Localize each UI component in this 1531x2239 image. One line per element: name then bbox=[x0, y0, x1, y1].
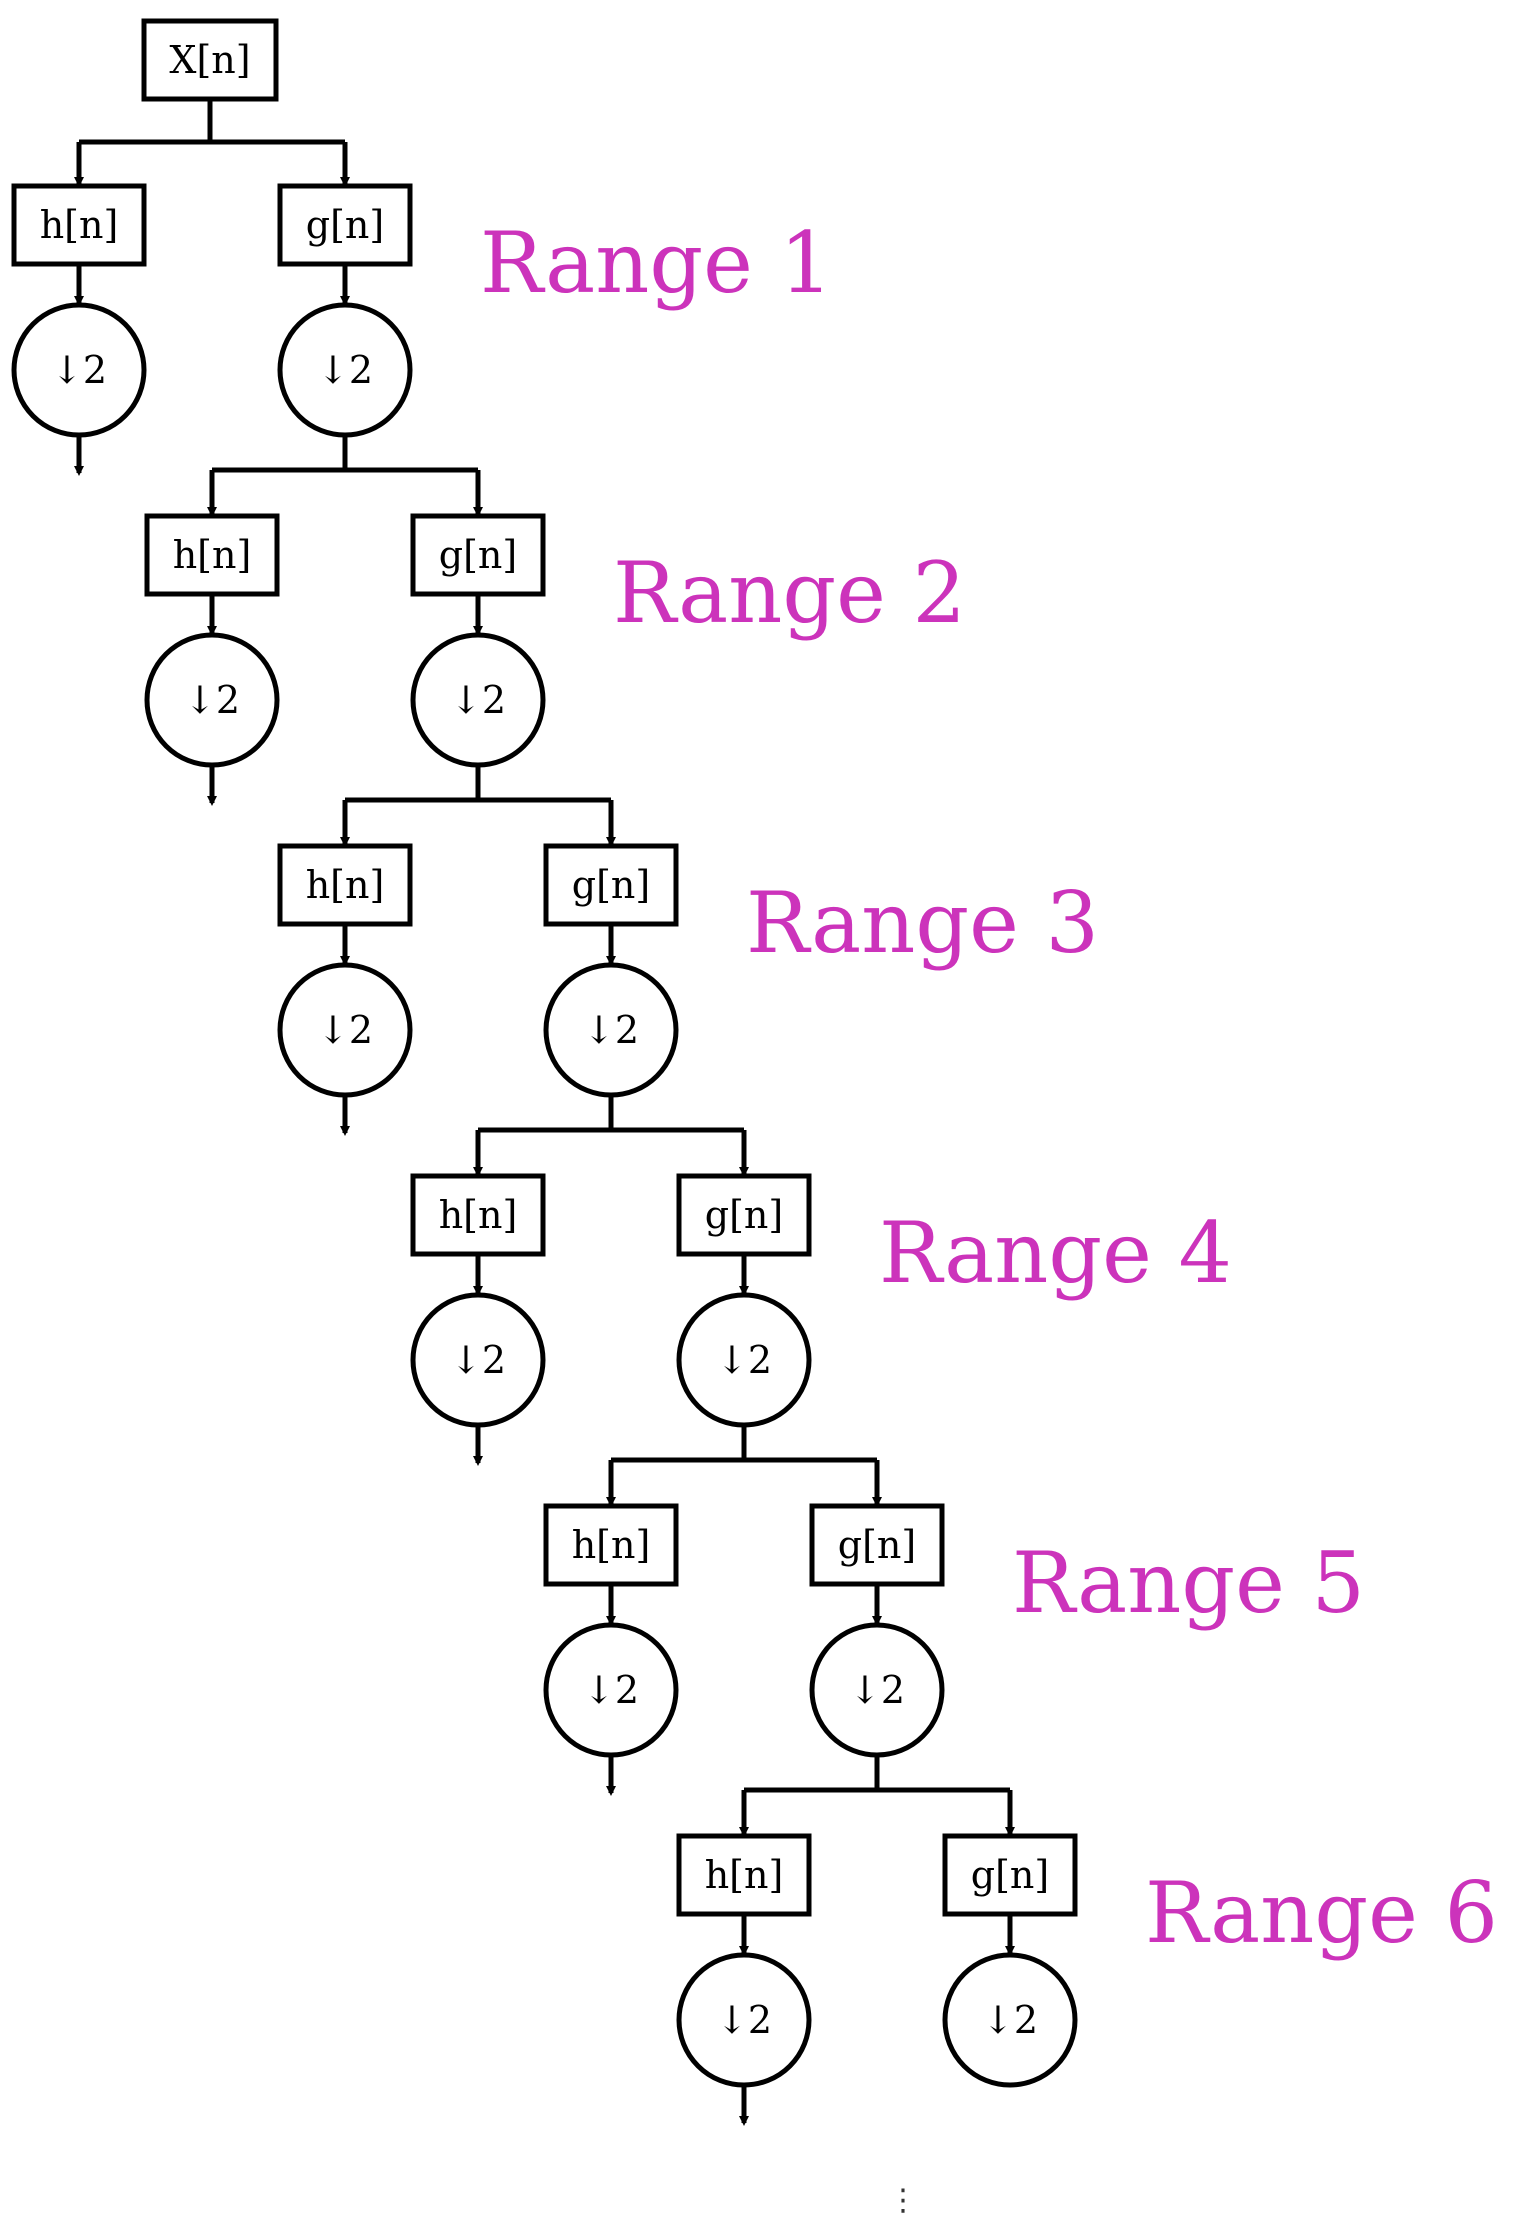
h-filter-box-stage-1: h[n] bbox=[11, 183, 147, 267]
h-downsampler-stage-5: ↓2 bbox=[543, 1622, 679, 1758]
input-box: X[n] bbox=[141, 18, 279, 102]
g-filter-box-stage-1: g[n] bbox=[277, 183, 413, 267]
g-filter-box-stage-3-label: g[n] bbox=[572, 863, 650, 907]
g-downsampler-stage-6-label: ↓2 bbox=[982, 1998, 1038, 2042]
range-label-stage-4: Range 4 bbox=[879, 1204, 1232, 1302]
g-filter-box-stage-4-label: g[n] bbox=[705, 1193, 783, 1237]
g-filter-box-stage-4: g[n] bbox=[676, 1173, 812, 1257]
g-filter-box-stage-5-label: g[n] bbox=[838, 1523, 916, 1567]
h-downsampler-stage-3-label: ↓2 bbox=[317, 1008, 373, 1052]
h-filter-box-stage-5: h[n] bbox=[543, 1503, 679, 1587]
g-downsampler-stage-3: ↓2 bbox=[543, 962, 679, 1098]
h-downsampler-stage-6-label: ↓2 bbox=[716, 1998, 772, 2042]
g-downsampler-stage-4: ↓2 bbox=[676, 1292, 812, 1428]
g-downsampler-stage-2-label: ↓2 bbox=[450, 678, 506, 722]
h-downsampler-stage-4-label: ↓2 bbox=[450, 1338, 506, 1382]
h-filter-box-stage-3: h[n] bbox=[277, 843, 413, 927]
g-downsampler-stage-6: ↓2 bbox=[942, 1952, 1078, 2088]
h-downsampler-stage-1: ↓2 bbox=[11, 302, 147, 438]
input-box-label: X[n] bbox=[169, 38, 250, 82]
g-filter-box-stage-6-label: g[n] bbox=[971, 1853, 1049, 1897]
h-filter-box-stage-1-label: h[n] bbox=[40, 203, 119, 247]
g-filter-box-stage-6: g[n] bbox=[942, 1833, 1078, 1917]
h-downsampler-stage-5-label: ↓2 bbox=[583, 1668, 639, 1712]
g-downsampler-stage-3-label: ↓2 bbox=[583, 1008, 639, 1052]
range-label-stage-2: Range 2 bbox=[613, 544, 966, 642]
g-filter-box-stage-3: g[n] bbox=[543, 843, 679, 927]
range-label-stage-6: Range 6 bbox=[1145, 1864, 1498, 1962]
h-filter-box-stage-5-label: h[n] bbox=[572, 1523, 651, 1567]
g-downsampler-stage-5-label: ↓2 bbox=[849, 1668, 905, 1712]
h-filter-box-stage-4-label: h[n] bbox=[439, 1193, 518, 1237]
h-filter-box-stage-2: h[n] bbox=[144, 513, 280, 597]
g-filter-box-stage-2: g[n] bbox=[410, 513, 546, 597]
range-label-stage-1: Range 1 bbox=[480, 214, 833, 312]
h-filter-box-stage-6: h[n] bbox=[676, 1833, 812, 1917]
range-label-stage-3: Range 3 bbox=[746, 874, 1099, 972]
g-filter-box-stage-2-label: g[n] bbox=[439, 533, 517, 577]
h-filter-box-stage-4: h[n] bbox=[410, 1173, 546, 1257]
h-downsampler-stage-4: ↓2 bbox=[410, 1292, 546, 1428]
g-downsampler-stage-2: ↓2 bbox=[410, 632, 546, 768]
range-label-stage-5: Range 5 bbox=[1012, 1534, 1365, 1632]
h-downsampler-stage-2-label: ↓2 bbox=[184, 678, 240, 722]
g-downsampler-stage-1: ↓2 bbox=[277, 302, 413, 438]
h-downsampler-stage-3: ↓2 bbox=[277, 962, 413, 1098]
g-downsampler-stage-5: ↓2 bbox=[809, 1622, 945, 1758]
g-filter-box-stage-5: g[n] bbox=[809, 1503, 945, 1587]
g-filter-box-stage-1-label: g[n] bbox=[306, 203, 384, 247]
h-filter-box-stage-3-label: h[n] bbox=[306, 863, 385, 907]
h-filter-box-stage-6-label: h[n] bbox=[705, 1853, 784, 1897]
h-downsampler-stage-2: ↓2 bbox=[144, 632, 280, 768]
continuation-ellipsis: ⋮ bbox=[888, 2183, 918, 2218]
g-downsampler-stage-4-label: ↓2 bbox=[716, 1338, 772, 1382]
g-downsampler-stage-1-label: ↓2 bbox=[317, 348, 373, 392]
h-downsampler-stage-1-label: ↓2 bbox=[51, 348, 107, 392]
h-filter-box-stage-2-label: h[n] bbox=[173, 533, 252, 577]
h-downsampler-stage-6: ↓2 bbox=[676, 1952, 812, 2088]
